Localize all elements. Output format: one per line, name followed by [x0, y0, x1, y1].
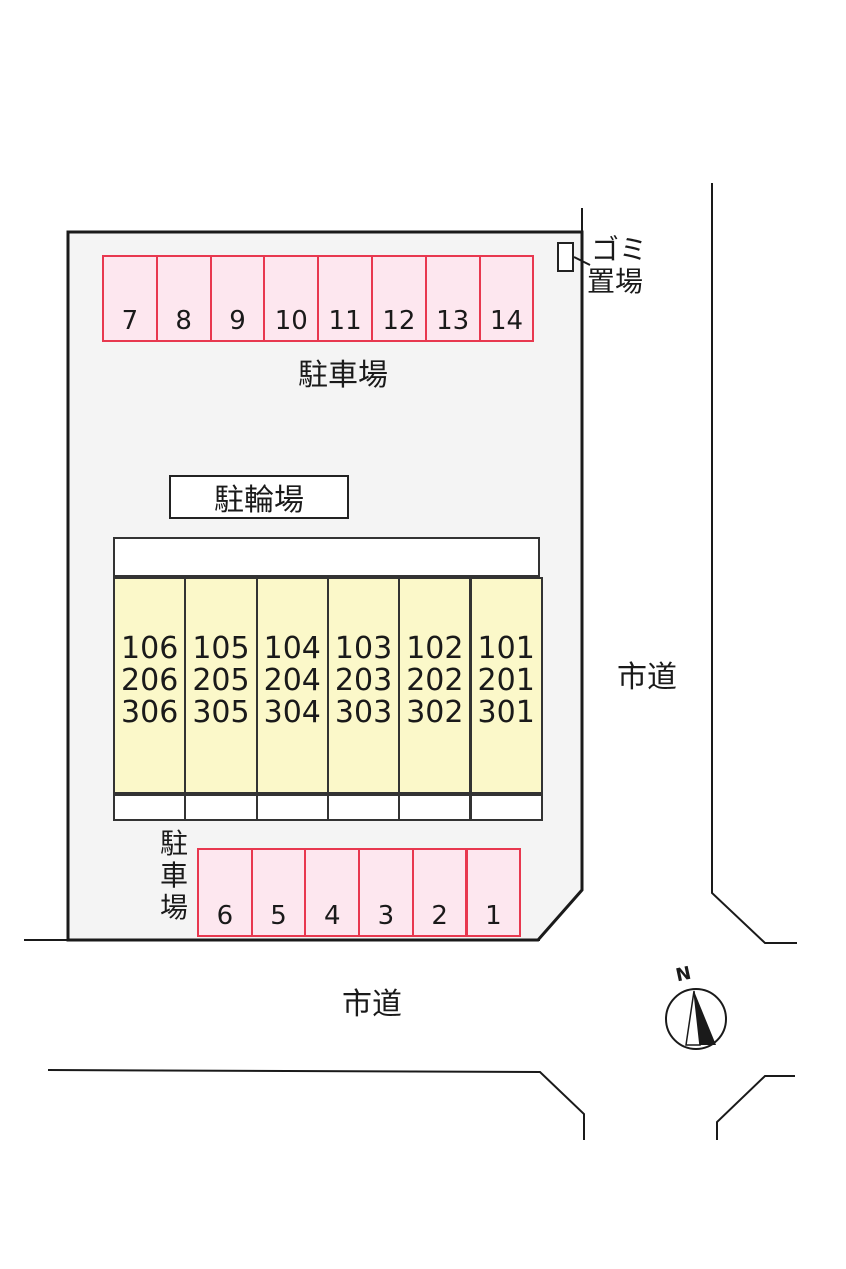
- parking-bottom-label: 駐 車 場: [160, 828, 188, 924]
- unit-number: 102: [406, 631, 464, 666]
- parking-bottom-char: 駐: [160, 827, 189, 860]
- garbage-bin-icon: [557, 242, 574, 272]
- unit-number: 302: [406, 695, 464, 730]
- bicycle-parking-label: 駐輪場: [169, 475, 349, 519]
- unit-number: 106: [121, 631, 179, 666]
- parking-slot-bottom: 6: [197, 848, 253, 937]
- road-edge-east-right: [711, 183, 797, 944]
- compass-icon: [665, 988, 727, 1050]
- unit-porch: [469, 794, 543, 821]
- parking-slot-bottom: 5: [250, 848, 307, 937]
- unit-number: 204: [263, 663, 321, 698]
- parking-slot-top: 14: [478, 255, 535, 342]
- unit-number: 301: [477, 695, 535, 730]
- unit-porch: [326, 794, 401, 821]
- parking-slot-top: 8: [155, 255, 212, 342]
- garbage-label-line1: ゴミ: [591, 233, 648, 266]
- parking-bottom-char: 車: [160, 859, 189, 892]
- parking-slot-bottom: 1: [465, 848, 522, 937]
- parking-slot-top: 9: [209, 255, 266, 342]
- garbage-pointer: [573, 256, 591, 266]
- parking-bottom-char: 場: [160, 891, 189, 924]
- unit-number: 303: [334, 695, 393, 730]
- unit-number: 104: [263, 631, 321, 666]
- unit-porch: [113, 794, 187, 821]
- road-label-south: 市道: [342, 987, 402, 1022]
- unit-number: 201: [477, 663, 535, 698]
- parking-top-label: 駐車場: [298, 358, 388, 393]
- unit-porch: [255, 794, 329, 821]
- parking-slot-top: 7: [102, 255, 158, 342]
- unit-number: 202: [406, 663, 464, 698]
- unit-number: 101: [477, 631, 535, 666]
- garbage-label-line2: 置場: [587, 265, 644, 298]
- parking-slot-top: 11: [317, 255, 373, 342]
- unit-porch: [184, 794, 258, 821]
- unit-number: 304: [263, 695, 321, 730]
- parking-slot-bottom: 4: [304, 848, 361, 937]
- road-edge-corner-se: [716, 1075, 795, 1140]
- unit-number: 306: [121, 695, 179, 730]
- unit-number: 103: [334, 631, 393, 666]
- road-edge-south-bottom: [47, 1069, 585, 1140]
- unit-number: 205: [192, 663, 250, 698]
- road-label-east: 市道: [617, 660, 677, 695]
- unit-number: 305: [192, 695, 250, 730]
- parking-slot-top: 10: [263, 255, 320, 342]
- unit-number: 206: [121, 663, 179, 698]
- parking-slot-top: 12: [371, 255, 427, 342]
- parking-slot-bottom: 3: [358, 848, 414, 937]
- parking-slot-bottom: 2: [411, 848, 468, 937]
- unit-number: 203: [334, 663, 393, 698]
- unit-porch: [398, 794, 472, 821]
- parking-slot-top: 13: [424, 255, 481, 342]
- unit-number: 105: [192, 631, 250, 666]
- building-corridor: [113, 537, 540, 577]
